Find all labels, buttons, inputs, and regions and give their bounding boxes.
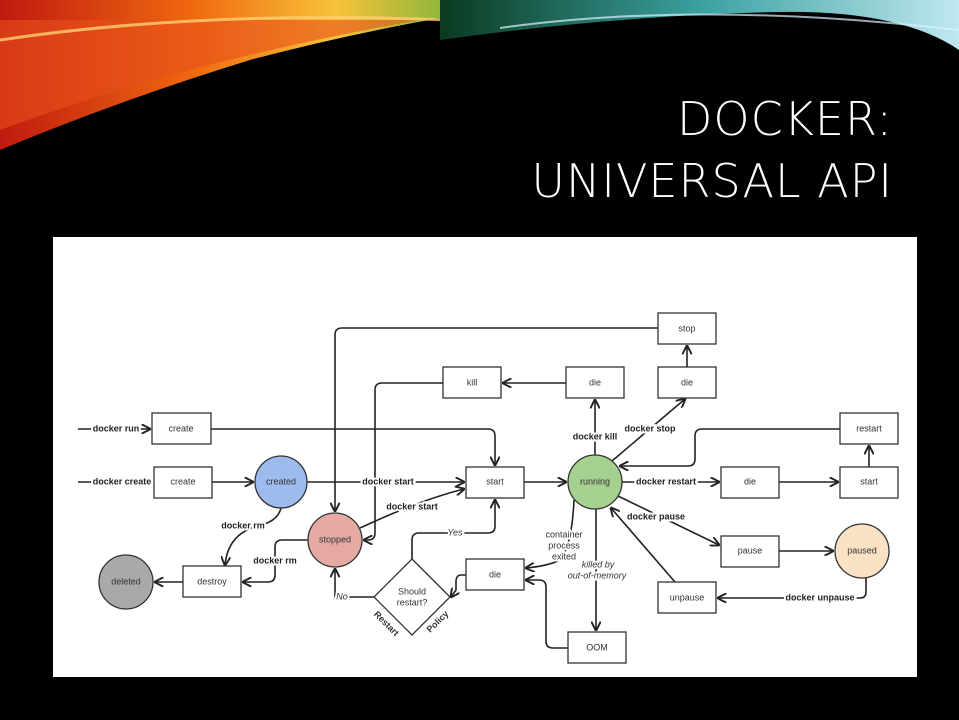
edges bbox=[78, 327, 869, 649]
edge-kill-to-stopped bbox=[364, 382, 443, 540]
cool-swoosh bbox=[440, 0, 959, 50]
edge-create-to-start bbox=[211, 428, 495, 465]
node-create-create-label: create bbox=[170, 476, 195, 486]
edge-decision-yes bbox=[411, 500, 495, 560]
edge-labels: docker run docker create docker start do… bbox=[91, 421, 857, 604]
node-stop bbox=[657, 312, 717, 345]
state-created bbox=[254, 455, 308, 509]
node-unpause-label: unpause bbox=[670, 592, 705, 602]
label-oom-2: out-of-memory bbox=[568, 570, 627, 580]
edge-unpause-to-running bbox=[611, 508, 676, 583]
state-deleted bbox=[98, 554, 154, 610]
node-die-kill bbox=[565, 366, 625, 399]
node-pause-label: pause bbox=[738, 545, 763, 555]
node-die-exit-label: die bbox=[489, 569, 501, 579]
state-deleted-label: deleted bbox=[111, 576, 141, 586]
label-exited-1: container bbox=[545, 529, 582, 539]
state-created-label: created bbox=[266, 476, 296, 486]
node-die-exit bbox=[465, 558, 525, 591]
edge-stopped-to-destroy bbox=[243, 539, 308, 582]
decision-should-restart bbox=[373, 558, 451, 636]
state-running-label: running bbox=[580, 476, 610, 486]
diagram-panel bbox=[53, 237, 917, 677]
label-exited-3: exited bbox=[552, 551, 576, 561]
label-oom-1: killed by bbox=[582, 559, 615, 569]
node-oom bbox=[567, 631, 627, 664]
state-running bbox=[567, 454, 623, 510]
label-docker-kill: docker kill bbox=[573, 431, 618, 441]
label-docker-stop: docker stop bbox=[624, 423, 676, 433]
title-line-1: DOCKER: bbox=[676, 92, 893, 146]
node-pause bbox=[720, 535, 780, 568]
node-restart-label: restart bbox=[856, 423, 882, 433]
state-stopped bbox=[307, 512, 363, 568]
node-die-restart bbox=[720, 466, 780, 499]
edge-created-to-destroy bbox=[225, 507, 282, 565]
edge-running-to-die-stop bbox=[611, 399, 685, 462]
edge-paused-to-unpause bbox=[718, 578, 867, 598]
label-docker-start-created: docker start bbox=[362, 476, 414, 486]
slide-title: DOCKER: UNIVERSAL API bbox=[531, 88, 893, 212]
edge-stop-to-stopped bbox=[335, 327, 658, 511]
label-docker-run: docker run bbox=[93, 423, 140, 433]
edge-running-to-pause bbox=[617, 495, 719, 545]
edge-die-to-decision bbox=[451, 574, 466, 597]
label-no: No bbox=[336, 591, 348, 601]
node-start-restart bbox=[839, 466, 899, 499]
edge-stopped-to-start bbox=[359, 489, 464, 529]
node-kill bbox=[442, 366, 502, 399]
node-start bbox=[465, 466, 525, 499]
node-kill-label: kill bbox=[467, 377, 478, 387]
label-docker-restart: docker restart bbox=[636, 476, 696, 486]
node-destroy bbox=[182, 565, 242, 598]
edge-restart-to-running bbox=[620, 428, 840, 466]
node-die-restart-label: die bbox=[744, 476, 756, 486]
node-die-stop bbox=[657, 366, 717, 399]
label-docker-unpause: docker unpause bbox=[785, 592, 854, 602]
node-create-run bbox=[151, 412, 212, 445]
node-destroy-label: destroy bbox=[197, 576, 227, 586]
label-exited-2: process bbox=[548, 540, 580, 550]
node-start-label: start bbox=[486, 476, 504, 486]
state-paused-label: paused bbox=[847, 545, 877, 555]
edge-decision-no bbox=[335, 569, 374, 598]
edge-oom-to-die bbox=[526, 580, 568, 649]
node-stop-label: stop bbox=[678, 323, 695, 333]
node-oom-label: OOM bbox=[586, 642, 608, 652]
nodes: create create destroy start kill die die… bbox=[98, 312, 899, 664]
node-start-restart-label: start bbox=[860, 476, 878, 486]
label-docker-start-stopped: docker start bbox=[386, 501, 438, 511]
state-paused bbox=[834, 523, 890, 579]
label-docker-rm-stopped: docker rm bbox=[253, 555, 297, 565]
state-stopped-label: stopped bbox=[319, 534, 351, 544]
label-docker-pause: docker pause bbox=[627, 511, 685, 521]
node-restart bbox=[839, 412, 899, 445]
title-line-2: UNIVERSAL API bbox=[531, 154, 893, 208]
label-docker-rm-created: docker rm bbox=[221, 520, 265, 530]
node-create-run-label: create bbox=[168, 423, 193, 433]
node-die-kill-label: die bbox=[589, 377, 601, 387]
node-create-create bbox=[153, 466, 213, 499]
edge-running-to-die-exit bbox=[526, 499, 575, 568]
node-die-stop-label: die bbox=[681, 377, 693, 387]
decision-line-2: restart? bbox=[397, 597, 428, 607]
node-unpause bbox=[657, 581, 717, 614]
label-yes: Yes bbox=[447, 527, 463, 537]
decision-line-1: Should bbox=[398, 586, 426, 596]
label-docker-create: docker create bbox=[93, 476, 152, 486]
